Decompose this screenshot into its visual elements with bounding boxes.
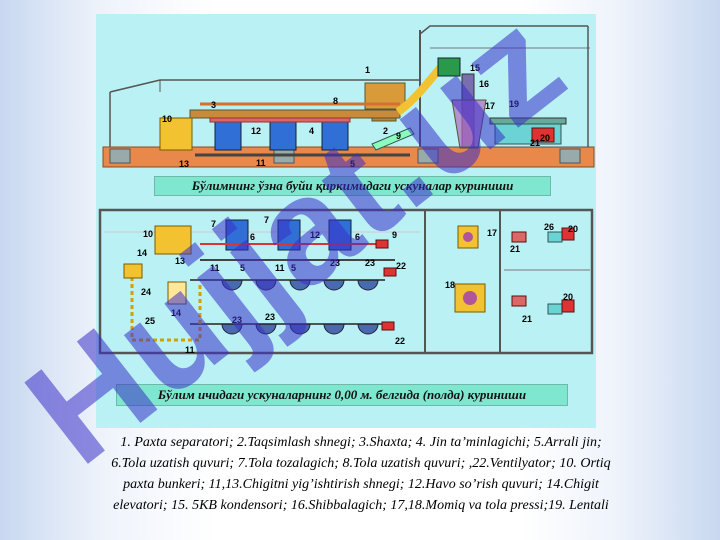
label-p11b: 11 <box>275 263 285 273</box>
condenser <box>437 57 461 77</box>
label-10: 10 <box>162 114 172 124</box>
seed-elevator-loop <box>130 270 202 342</box>
elevation-view <box>102 25 595 168</box>
foundation-block <box>109 148 131 164</box>
label-p7b: 7 <box>264 215 269 225</box>
label-21: 21 <box>530 138 540 148</box>
label-p12: 12 <box>310 230 320 240</box>
label-p9: 9 <box>392 230 397 240</box>
legend-line: 1. Paxta separatori; 2.Taqsimlash shnegi… <box>120 435 602 450</box>
legend-line: paxta bunkeri; 11,13.Chigitni yig’ishtir… <box>123 477 599 492</box>
elevator-14 <box>123 263 143 279</box>
label-9: 9 <box>396 131 401 141</box>
label-17: 17 <box>485 101 495 111</box>
label-5: 5 <box>350 159 355 169</box>
label-2: 2 <box>383 126 388 136</box>
plan-gin <box>225 219 249 251</box>
label-15: 15 <box>470 63 480 73</box>
label-p6b: 6 <box>355 232 360 242</box>
label-p7a: 7 <box>211 219 216 229</box>
label-p14b: 14 <box>171 308 181 318</box>
label-3: 3 <box>211 100 216 110</box>
elevation-caption: Бўлимнинг ўзна буйи қиркимидаги ускунала… <box>154 176 551 196</box>
plan-caption: Бўлим ичидаги ускуналарнинг 0,00 м. белг… <box>116 384 568 406</box>
label-p22b: 22 <box>395 336 405 346</box>
label-p18: 18 <box>445 280 455 290</box>
label-p14a: 14 <box>137 248 147 258</box>
plan-gin <box>328 219 352 251</box>
foundation-block <box>559 148 581 164</box>
label-4: 4 <box>309 126 314 136</box>
lint-flues <box>221 279 379 335</box>
label-p26: 26 <box>544 222 554 232</box>
fan <box>375 239 389 249</box>
label-12: 12 <box>251 126 261 136</box>
plan-view <box>98 208 594 355</box>
label-p21b: 21 <box>522 314 532 324</box>
distribution-auger <box>189 109 401 119</box>
label-p17: 17 <box>487 228 497 238</box>
saw-gin <box>269 121 297 151</box>
label-p23c: 23 <box>232 315 242 325</box>
legend-line: 6.Tola uzatish quvuri; 7.Tola tozalagich… <box>111 456 611 471</box>
label-p6a: 6 <box>250 232 255 242</box>
label-p23d: 23 <box>265 312 275 322</box>
label-11: 11 <box>256 158 266 168</box>
plan-gin <box>277 219 301 251</box>
label-1: 1 <box>365 65 370 75</box>
building-walls <box>98 208 594 355</box>
label-p5a: 5 <box>240 263 245 273</box>
label-p21a: 21 <box>510 244 520 254</box>
saw-gin <box>321 121 349 151</box>
plan-bunker <box>154 225 192 255</box>
label-p24: 24 <box>141 287 151 297</box>
label-p22a: 22 <box>396 261 406 271</box>
label-p20b: 20 <box>563 292 573 302</box>
label-p13: 13 <box>175 256 185 266</box>
label-p5b: 5 <box>291 263 296 273</box>
label-20: 20 <box>540 133 550 143</box>
label-p10: 10 <box>143 229 153 239</box>
elevation-labels: 1 2 3 4 5 8 9 10 11 12 13 15 16 17 19 20… <box>162 63 550 169</box>
label-p23b: 23 <box>365 258 375 268</box>
saw-gin <box>214 121 242 151</box>
belt-conveyor <box>489 117 567 125</box>
label-19: 19 <box>509 99 519 109</box>
label-p23a: 23 <box>330 258 340 268</box>
plan-labels: 10 7 7 6 6 12 9 17 21 26 20 14 13 11 5 1… <box>137 215 578 355</box>
label-16: 16 <box>479 79 489 89</box>
legend-line: elevatori; 15. 5KB kondensori; 16.Shibba… <box>113 498 609 513</box>
label-8: 8 <box>333 96 338 106</box>
label-p11a: 11 <box>210 263 220 273</box>
foundation-block <box>417 148 439 164</box>
label-p25: 25 <box>145 316 155 326</box>
label-p20a: 20 <box>568 224 578 234</box>
label-p11c: 11 <box>185 345 195 355</box>
overflow-bunker <box>159 117 193 151</box>
legend: 1. Paxta separatori; 2.Taqsimlash shnegi… <box>16 432 706 532</box>
label-13: 13 <box>179 159 189 169</box>
